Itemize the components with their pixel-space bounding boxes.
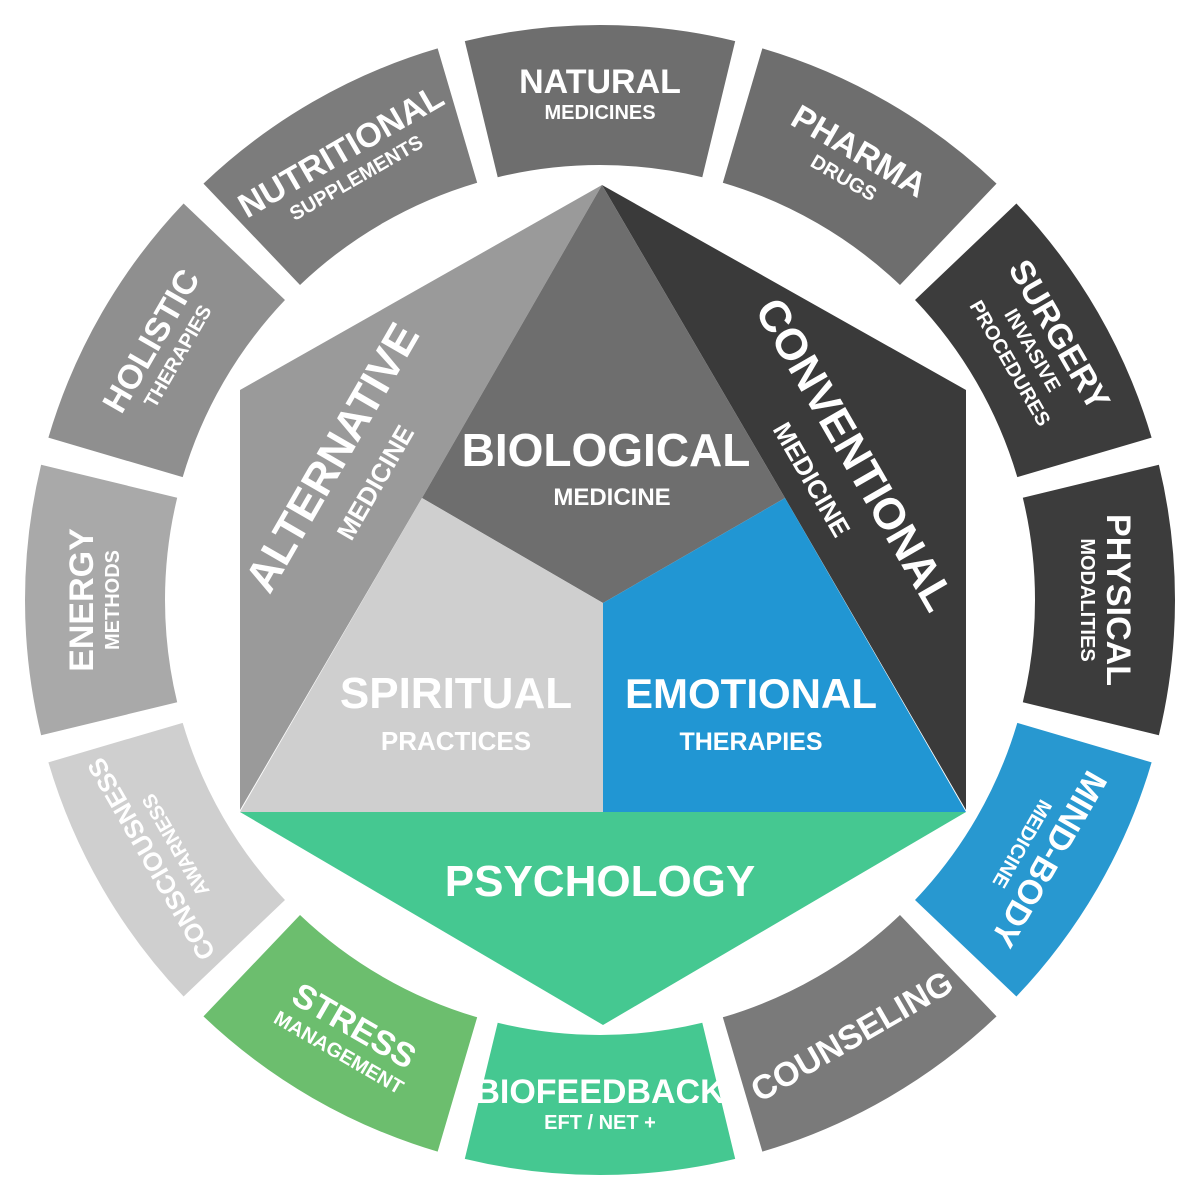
ring-label-main: PHYSICAL (1099, 514, 1137, 686)
spiritual-title: SPIRITUAL (340, 669, 572, 718)
ring-segment-holistic (48, 203, 285, 478)
emotional-subtitle: THERAPIES (679, 728, 822, 756)
ring-segment-physical (1022, 464, 1175, 736)
emotional-region (603, 498, 966, 812)
ring-label-main: BIOFEEDBACK (475, 1073, 725, 1111)
spiritual-subtitle: PRACTICES (381, 726, 531, 756)
ring-segment-energy (25, 464, 178, 736)
ring-segment-consciousness (48, 722, 285, 997)
ring-segment-stress (203, 915, 478, 1152)
ring-segment-pharma (722, 48, 997, 285)
biological-subtitle: MEDICINE (553, 484, 670, 511)
ring-label-sub: EFT / NET + (544, 1112, 656, 1134)
ring-segment-nutritional (203, 48, 478, 285)
psychology-title: PSYCHOLOGY (445, 857, 756, 906)
ring-segment-biofeedback (464, 1022, 736, 1175)
ring-label-main: ENERGY (63, 528, 101, 672)
ring-segment-natural (464, 24, 736, 178)
biological-region (422, 185, 785, 603)
ring-label-sub: MODALITIES (1076, 538, 1098, 661)
spiritual-region (240, 498, 603, 812)
ring-segment-counseling (722, 915, 997, 1152)
conventional-region (602, 185, 966, 810)
ring-label-sub: METHODS (102, 550, 124, 650)
ring-label-main: NATURAL (519, 63, 681, 101)
center-pentagon: BIOLOGICAL MEDICINE SPIRITUAL PRACTICES … (236, 185, 966, 1025)
biological-title: BIOLOGICAL (462, 424, 751, 476)
ring-segment-surgery (915, 203, 1152, 478)
ring-label-sub: MEDICINES (544, 102, 655, 124)
emotional-title: EMOTIONAL (625, 670, 877, 717)
ring-segment-mind-body (915, 722, 1152, 997)
alternative-region (240, 185, 602, 810)
psychology-region (240, 812, 966, 1025)
